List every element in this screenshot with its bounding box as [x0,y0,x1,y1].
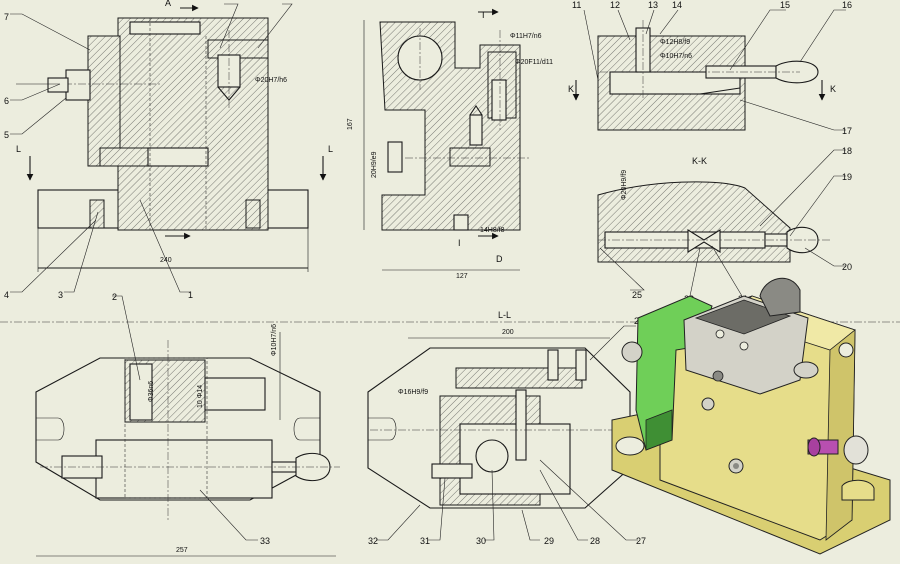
detail-section-top-right: K K Φ12H8/f9 Φ10H7/n6 11 12 13 14 15 16 … [568,0,852,136]
dim-bottom-fit2: Φ36n6 [148,381,155,402]
dim-side-fit4: 14H8/f8 [480,227,505,234]
part-11: 11 [572,0,581,10]
dim-side-fit1: Φ11H7/n6 [510,33,542,40]
part-27: 27 [636,536,646,546]
part-1: 1 [188,290,193,300]
dim-side-width: 127 [456,273,468,280]
dim-kk-fit: Φ20H9/f9 [621,170,628,200]
part-6: 6 [4,96,9,106]
dim-front-width: 240 [160,257,172,264]
dim-side-fit3: 20H9/e9 [371,151,378,178]
cut-label-k-right: K [830,84,836,94]
part-32: 32 [368,536,378,546]
dim-front-fit: Φ20H7/h6 [255,77,287,84]
part-7: 7 [4,12,9,22]
cut-label-i-bottom: I [458,238,461,248]
part-31: 31 [420,536,430,546]
dim-bottom-fit3: 10 Φ14 [197,385,204,408]
part-29: 29 [544,536,554,546]
part-25: 25 [632,290,642,300]
dim-side-height: 167 [347,118,354,130]
part-17: 17 [842,126,852,136]
part-3: 3 [58,290,63,300]
part-5: 5 [4,130,9,140]
part-19: 19 [842,172,852,182]
view-label-a: A [165,0,171,8]
part-15: 15 [780,0,790,10]
assembly-3d-model [611,277,891,555]
part-30: 30 [476,536,486,546]
dim-tr-fit2: Φ10H7/n6 [660,53,692,60]
dim-bottom-fit1: Φ10H7/n6 [271,324,278,356]
part-33: 33 [260,536,270,546]
dim-ll-fit: Φ16H9/f9 [398,389,428,396]
dim-tr-fit1: Φ12H8/f9 [660,39,690,46]
cut-label-i-top: I [482,10,485,20]
part-2: 2 [112,292,117,302]
part-16: 16 [842,0,852,10]
cut-label-k-left: K [568,84,574,94]
cut-label-d: D [496,254,503,264]
section-ll: L-L 200 Φ16H9/f9 32 31 30 29 28 27 24 [367,310,646,546]
part-14: 14 [672,0,682,10]
dim-side-fit2: Φ20F11/d11 [515,59,553,66]
cut-label-l-left: L [16,144,21,154]
section-label-ll: L-L [498,310,511,320]
part-13: 13 [648,0,658,10]
side-view: 167 Φ11H7/n6 Φ20F11/d11 20H9/e9 14H8/f8 … [347,8,553,280]
section-label-kk: K-K [692,156,707,166]
section-kk: K-K Φ20H9/f9 18 19 20 25 22 21 [597,146,852,304]
front-view: 240 Φ20H7/h6 A L L 7 6 5 4 3 1 [4,0,333,300]
part-20: 20 [842,262,852,272]
part-28: 28 [590,536,600,546]
dim-bottom-width: 257 [176,547,188,554]
part-4: 4 [4,290,9,300]
part-18: 18 [842,146,852,156]
cut-label-l-right: L [328,144,333,154]
dim-ll-width: 200 [502,329,514,336]
top-view: 257 Φ10H7/n6 Φ36n6 10 Φ14 2 33 [35,292,340,557]
part-12: 12 [610,0,620,10]
